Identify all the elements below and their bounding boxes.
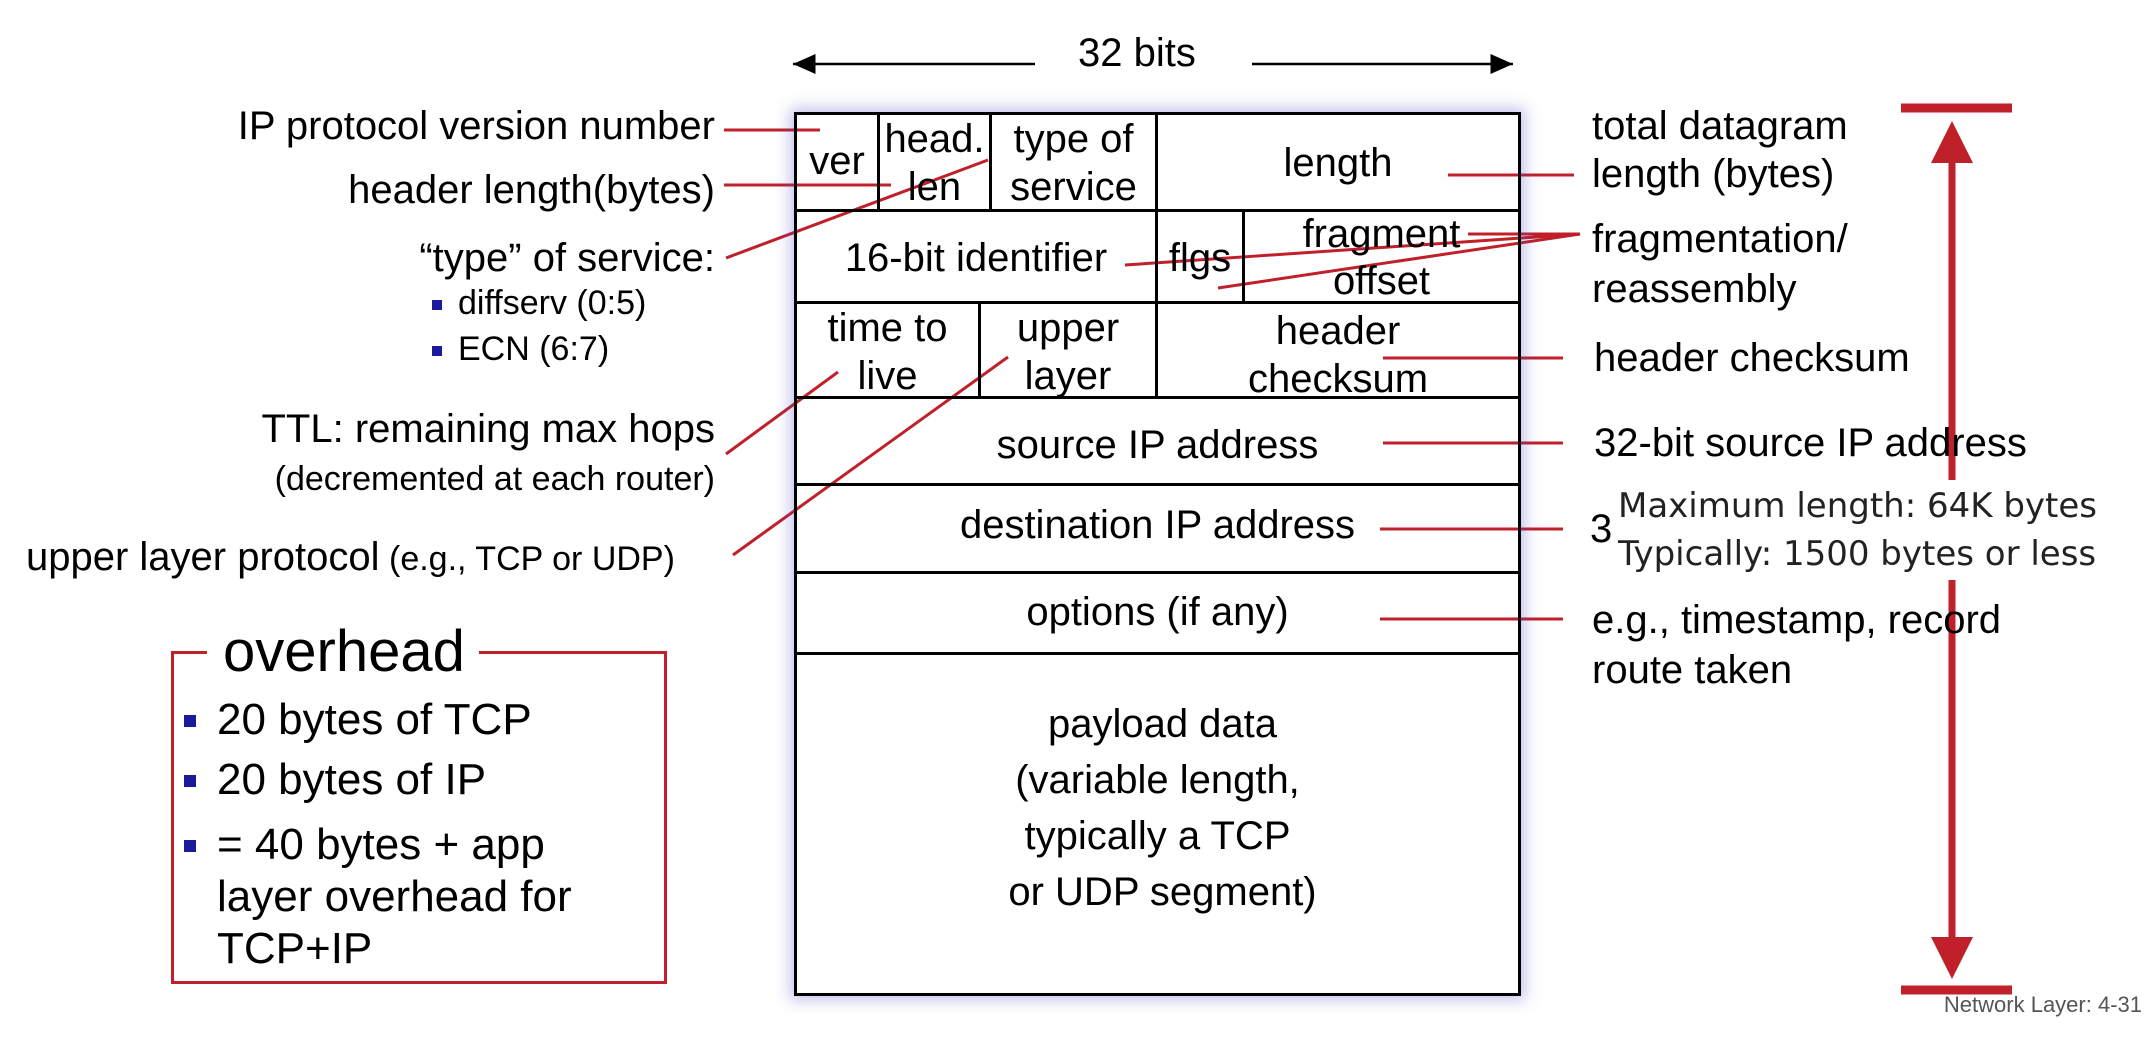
field-ttl-text-2: live (857, 354, 918, 398)
label-upper-paren: (e.g., TCP or UDP) (379, 540, 675, 578)
label-options-1: e.g., timestamp, record (1592, 598, 2002, 642)
label-version: IP protocol version number (237, 104, 715, 148)
field-version-text: ver (809, 139, 865, 183)
field-length: length (1158, 115, 1518, 209)
label-upper-main: upper layer protocol (26, 535, 380, 579)
payload-text-3: typically a TCP (1024, 814, 1291, 858)
field-ttl-text-1: time to (827, 306, 948, 350)
field-upper-text-1: upper (1016, 306, 1120, 350)
bullet-icon (184, 715, 196, 727)
label-header-checksum: header checksum (1594, 336, 1910, 380)
field-length-text: length (1283, 141, 1393, 185)
label-options-2: route taken (1592, 648, 1793, 692)
overhead-item-2: 20 bytes of IP (184, 754, 487, 806)
max-length-note-line-1: Maximum length: 64K bytes (1618, 486, 2098, 526)
label-ttl-2: (decremented at each router) (274, 460, 715, 498)
field-version: ver (797, 115, 880, 209)
label-tos-bullet-1: diffserv (0:5) (432, 283, 646, 323)
bullet-icon (184, 840, 196, 852)
label-ttl-1: TTL: remaining max hops (261, 407, 715, 451)
field-checksum-text-2: checksum (1247, 357, 1429, 401)
field-upper-layer: upper layer (981, 304, 1158, 398)
label-upper-layer: upper layer protocol (e.g., TCP or UDP) (26, 534, 675, 582)
field-payload: payload data (variable length, typically… (797, 655, 1518, 993)
field-header-length-text-1: head. (884, 117, 985, 161)
field-upper-text-2: layer (1024, 354, 1112, 398)
row-2: 16-bit identifier flgs fragment offset (797, 212, 1518, 304)
bullet-icon (432, 300, 442, 311)
field-source-ip: source IP address (797, 399, 1518, 486)
bullet-icon (184, 775, 196, 787)
field-destination-ip: destination IP address (797, 486, 1518, 574)
field-tos-text-1: type of (1013, 117, 1134, 161)
field-destination-text: destination IP address (959, 503, 1356, 547)
field-identifier-text: 16-bit identifier (844, 236, 1108, 280)
field-tos-text-2: service (1010, 165, 1137, 209)
row-3: time to live upper layer header checksum (797, 304, 1518, 401)
overhead-item-3-cont-1: layer overhead for (217, 872, 572, 921)
row-1: ver head. len type of service length (797, 115, 1518, 212)
field-ttl: time to live (797, 304, 981, 398)
field-source-text: source IP address (996, 423, 1319, 467)
overhead-item-3-text: = 40 bytes + app (217, 820, 545, 869)
overhead-item-3: = 40 bytes + app (184, 819, 545, 871)
field-options: options (if any) (797, 574, 1518, 655)
label-source-ip: 32-bit source IP address (1594, 421, 2027, 465)
max-length-note: Maximum length: 64K bytes Typically: 150… (1612, 480, 2104, 580)
field-header-length: head. len (880, 115, 992, 209)
payload-text-4: or UDP segment) (1008, 870, 1317, 914)
field-flags-text: flgs (1168, 236, 1232, 280)
ip-datagram: ver head. len type of service length 16-… (794, 112, 1521, 996)
label-tos: “type” of service: (419, 236, 715, 280)
field-header-checksum: header checksum (1158, 304, 1518, 401)
label-fragmentation-1: fragmentation/ (1592, 217, 1848, 261)
field-type-of-service: type of service (992, 115, 1158, 209)
label-header-length: header length(bytes) (348, 168, 715, 212)
overhead-title: overhead (207, 619, 479, 685)
slide-footer: Network Layer: 4-31 (1943, 992, 2142, 1017)
field-checksum-text-1: header (1275, 309, 1401, 353)
max-length-note-line-2: Typically: 1500 bytes or less (1618, 534, 2097, 574)
field-fragment-offset: fragment offset (1245, 212, 1518, 303)
field-frag-text-1: fragment (1302, 212, 1461, 256)
field-flags: flgs (1158, 212, 1245, 301)
field-header-length-text-2: len (907, 165, 962, 209)
field-options-text: options (if any) (1026, 590, 1289, 634)
label-destination-ip-partial: 3 (1590, 507, 1613, 551)
label-fragmentation-2: reassembly (1592, 267, 1797, 311)
payload-text-1: payload data (1047, 702, 1278, 746)
overhead-item-2-text: 20 bytes of IP (217, 755, 487, 804)
overhead-item-1-text: 20 bytes of TCP (217, 695, 532, 744)
label-total-length-1: total datagram (1592, 104, 1848, 148)
payload-text-2: (variable length, (1015, 758, 1300, 802)
label-tos-bullet-1-text: diffserv (0:5) (458, 284, 647, 322)
field-identifier: 16-bit identifier (797, 212, 1158, 301)
field-frag-text-2: offset (1332, 259, 1431, 303)
label-total-length-2: length (bytes) (1592, 152, 1835, 196)
label-tos-bullet-2: ECN (6:7) (432, 329, 609, 369)
overhead-item-1: 20 bytes of TCP (184, 694, 532, 746)
width-label: 32 bits (1078, 31, 1196, 75)
bullet-icon (432, 346, 442, 357)
overhead-item-3-cont-2: TCP+IP (217, 924, 373, 973)
label-tos-bullet-2-text: ECN (6:7) (458, 330, 610, 368)
